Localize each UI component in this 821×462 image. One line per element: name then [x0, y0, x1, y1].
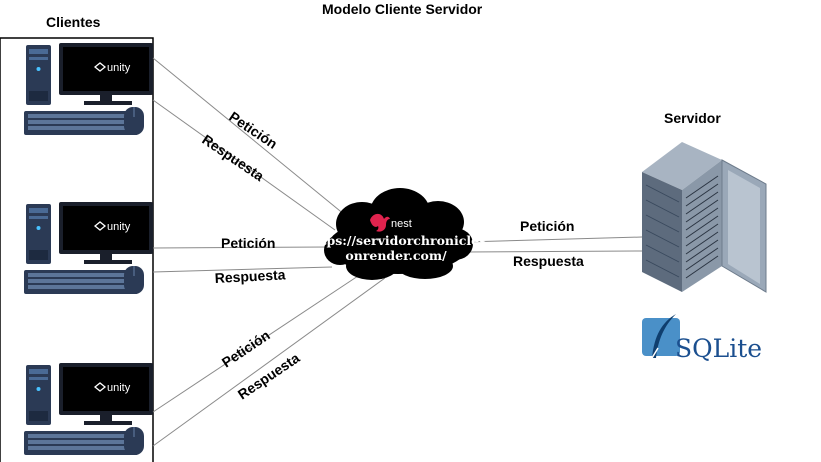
line-server-request: [464, 236, 643, 243]
label-server-request: Petición: [520, 218, 574, 234]
client-pc-2: unity: [23, 201, 154, 295]
connection-lines: [152, 57, 643, 447]
line-client1-response: [152, 99, 336, 231]
unity-logo-icon: [93, 382, 107, 392]
unity-screen-label: unity: [107, 221, 131, 233]
unity-screen-label: unity: [107, 62, 131, 74]
label-client1-request: Petición: [226, 108, 280, 152]
line-client1-request: [152, 57, 346, 216]
label-client3-request: Petición: [219, 327, 273, 371]
client-pc-3: unity: [23, 362, 154, 456]
sqlite-logo: SQLite: [642, 314, 762, 363]
line-client3-request: [152, 275, 359, 413]
server-heading: Servidor: [664, 110, 721, 126]
line-client3-response: [152, 277, 386, 447]
line-client2-response: [152, 266, 333, 273]
label-client2-response: Respuesta: [214, 266, 286, 286]
unity-screen-label: unity: [107, 382, 131, 394]
server-rack: [642, 142, 767, 293]
label-client2-request: Petición: [221, 235, 275, 251]
cloud-server: nest https://servidorchronicles onrender…: [306, 188, 486, 280]
client-pc-1: unity: [23, 42, 154, 136]
sqlite-feather-icon: [642, 314, 680, 359]
line-client2-request: [152, 246, 331, 249]
nest-logo-text: nest: [391, 218, 412, 230]
nest-logo-icon: [370, 213, 390, 232]
cloud-url-line1: https://servidorchronicles: [306, 233, 486, 248]
line-server-response: [464, 250, 643, 253]
clients-heading: Clientes: [46, 14, 101, 30]
sqlite-label: SQLite: [675, 334, 762, 363]
label-server-response: Respuesta: [513, 253, 584, 269]
diagram-title: Modelo Cliente Servidor: [322, 1, 483, 17]
cloud-url-line2: onrender.com/: [345, 248, 447, 263]
unity-logo-icon: [93, 221, 107, 231]
unity-logo-icon: [93, 62, 107, 72]
clients-panel: [0, 37, 154, 462]
